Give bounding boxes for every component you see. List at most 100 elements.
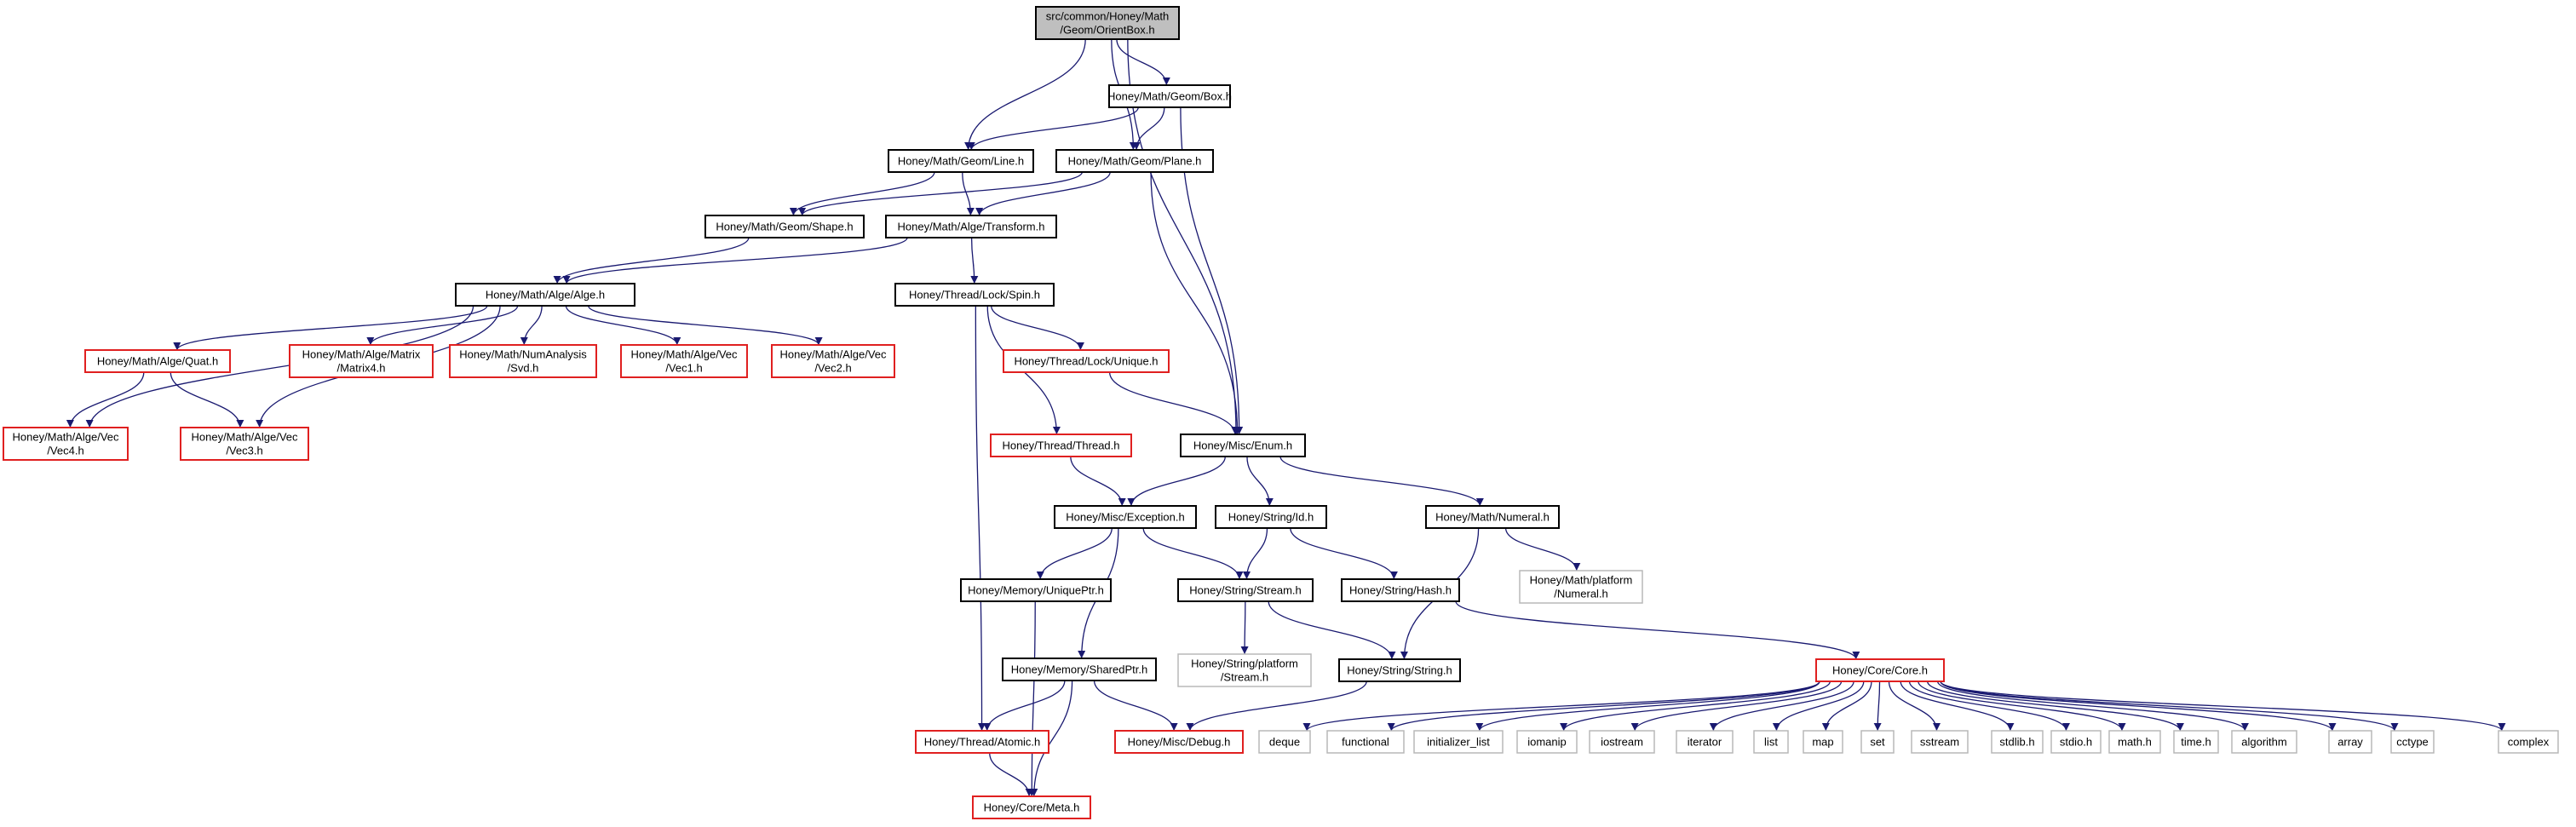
- node-label: stdio.h: [2060, 736, 2092, 749]
- node-label: cctype: [2396, 736, 2429, 749]
- node-label: Honey/Math/NumAnalysis: [459, 348, 587, 361]
- node-label: Honey/Math/Alge/Vec: [779, 348, 887, 361]
- node-spin[interactable]: Honey/Thread/Lock/Spin.h: [894, 283, 1055, 307]
- node-thread[interactable]: Honey/Thread/Thread.h: [990, 434, 1132, 457]
- node-label: functional: [1342, 736, 1389, 749]
- node-alge[interactable]: Honey/Math/Alge/Alge.h: [455, 283, 635, 307]
- edge-core-to-algorithm: [1937, 681, 2249, 732]
- node-sharedptr[interactable]: Honey/Memory/SharedPtr.h: [1002, 658, 1157, 681]
- edge-transform-to-alge: [562, 237, 908, 284]
- edge-line-to-transform: [962, 171, 975, 216]
- node-label: Honey/Math/Geom/Box.h: [1107, 90, 1232, 103]
- edge-alge-to-svd: [520, 305, 543, 346]
- node-label: Honey/Math/Alge/Quat.h: [97, 355, 218, 368]
- node-label: algorithm: [2241, 736, 2286, 749]
- edges-layer: [66, 38, 2506, 797]
- node-label: Honey/Math/Alge/Matrix: [302, 348, 421, 361]
- node-vec4[interactable]: Honey/Math/Alge/Vec/Vec4.h: [3, 427, 129, 461]
- node-svd[interactable]: Honey/Math/NumAnalysis/Svd.h: [449, 344, 597, 378]
- node-label: /Svd.h: [508, 362, 539, 375]
- node-deque: deque: [1258, 730, 1311, 754]
- node-label: Honey/Math/Alge/Vec: [12, 431, 119, 444]
- node-shape[interactable]: Honey/Math/Geom/Shape.h: [704, 215, 865, 238]
- node-vec2[interactable]: Honey/Math/Alge/Vec/Vec2.h: [771, 344, 895, 378]
- edge-core-to-array: [1940, 681, 2337, 732]
- node-label: Honey/String/platform: [1191, 658, 1298, 670]
- node-numeralplat: Honey/Math/platform/Numeral.h: [1519, 570, 1643, 604]
- node-string[interactable]: Honey/String/String.h: [1338, 658, 1461, 682]
- node-matrix4[interactable]: Honey/Math/Alge/Matrix/Matrix4.h: [289, 344, 434, 378]
- node-vec1[interactable]: Honey/Math/Alge/Vec/Vec1.h: [620, 344, 748, 378]
- edge-uniqueptr-to-meta: [1027, 600, 1036, 797]
- node-box[interactable]: Honey/Math/Geom/Box.h: [1107, 84, 1232, 108]
- node-label: stdlib.h: [1999, 736, 2034, 749]
- node-label: Honey/Memory/UniquePtr.h: [968, 584, 1104, 597]
- node-vec3[interactable]: Honey/Math/Alge/Vec/Vec3.h: [180, 427, 309, 461]
- node-label: deque: [1269, 736, 1300, 749]
- node-exception[interactable]: Honey/Misc/Exception.h: [1054, 505, 1197, 529]
- edge-thread-to-exception: [1070, 456, 1126, 507]
- node-label: Honey/Math/platform: [1530, 574, 1633, 587]
- edge-core-to-iomanip: [1560, 681, 1831, 732]
- node-iostream: iostream: [1589, 730, 1655, 754]
- node-transform[interactable]: Honey/Math/Alge/Transform.h: [885, 215, 1057, 238]
- node-label: list: [1764, 736, 1778, 749]
- edge-quat-to-vec4: [66, 371, 145, 428]
- node-label: Honey/Thread/Thread.h: [1002, 439, 1119, 452]
- node-stdlib: stdlib.h: [1991, 730, 2044, 754]
- edge-core-to-map: [1821, 681, 1872, 732]
- edge-plane-to-enum: [1150, 171, 1242, 435]
- edge-box-to-plane: [1132, 106, 1165, 151]
- node-stdio: stdio.h: [2050, 730, 2102, 754]
- edge-core-to-time: [1927, 681, 2184, 732]
- node-hash[interactable]: Honey/String/Hash.h: [1341, 578, 1460, 602]
- node-set: set: [1860, 730, 1895, 754]
- edge-core-to-set: [1873, 681, 1882, 732]
- edge-id-to-hash: [1290, 527, 1398, 580]
- node-enum[interactable]: Honey/Misc/Enum.h: [1180, 434, 1306, 457]
- node-root[interactable]: src/common/Honey/Math/Geom/OrientBox.h: [1035, 6, 1180, 40]
- node-label: array: [2337, 736, 2363, 749]
- node-label: Honey/Memory/SharedPtr.h: [1011, 663, 1147, 676]
- node-time: time.h: [2173, 730, 2219, 754]
- node-uniqueptr[interactable]: Honey/Memory/UniquePtr.h: [960, 578, 1112, 602]
- node-list: list: [1753, 730, 1789, 754]
- edge-core-to-complex: [1940, 681, 2506, 732]
- node-meta[interactable]: Honey/Core/Meta.h: [972, 795, 1091, 819]
- node-core[interactable]: Honey/Core/Core.h: [1815, 658, 1945, 682]
- edge-core-to-initializer_list: [1475, 681, 1820, 732]
- node-label: /Stream.h: [1221, 671, 1268, 684]
- node-numeral[interactable]: Honey/Math/Numeral.h: [1425, 505, 1560, 529]
- edge-exception-to-uniqueptr: [1036, 527, 1113, 580]
- node-sstream: sstream: [1911, 730, 1969, 754]
- node-label: /Matrix4.h: [336, 362, 385, 375]
- node-label: iomanip: [1527, 736, 1567, 749]
- node-plane[interactable]: Honey/Math/Geom/Plane.h: [1055, 149, 1214, 173]
- node-atomic[interactable]: Honey/Thread/Atomic.h: [915, 730, 1049, 754]
- edge-core-to-iterator: [1709, 681, 1854, 732]
- edge-core-to-iostream: [1630, 681, 1843, 732]
- node-math: math.h: [2108, 730, 2161, 754]
- edge-unique-to-enum: [1108, 371, 1239, 435]
- node-label: initializer_list: [1427, 736, 1490, 749]
- node-label: Honey/String/Id.h: [1228, 511, 1314, 524]
- edge-alge-to-vec1: [565, 305, 681, 346]
- node-label: iostream: [1601, 736, 1643, 749]
- node-label: Honey/Math/Alge/Vec: [630, 348, 738, 361]
- node-stream[interactable]: Honey/String/Stream.h: [1177, 578, 1314, 602]
- edge-numeral-to-numeralplat: [1504, 527, 1581, 571]
- node-id[interactable]: Honey/String/Id.h: [1215, 505, 1327, 529]
- node-unique[interactable]: Honey/Thread/Lock/Unique.h: [1003, 349, 1170, 373]
- edge-core-to-math: [1918, 681, 2126, 732]
- edge-sharedptr-to-atomic: [983, 680, 1066, 732]
- node-streamplat: Honey/String/platform/Stream.h: [1177, 653, 1312, 687]
- node-line[interactable]: Honey/Math/Geom/Line.h: [888, 149, 1034, 173]
- edge-shape-to-alge: [553, 237, 750, 284]
- node-label: /Vec1.h: [665, 362, 702, 375]
- node-algorithm: algorithm: [2231, 730, 2297, 754]
- edge-spin-to-atomic: [975, 305, 986, 732]
- node-quat[interactable]: Honey/Math/Alge/Quat.h: [84, 349, 231, 373]
- edge-box-to-line: [967, 106, 1139, 151]
- edge-core-to-list: [1772, 681, 1865, 732]
- node-debug[interactable]: Honey/Misc/Debug.h: [1114, 730, 1244, 754]
